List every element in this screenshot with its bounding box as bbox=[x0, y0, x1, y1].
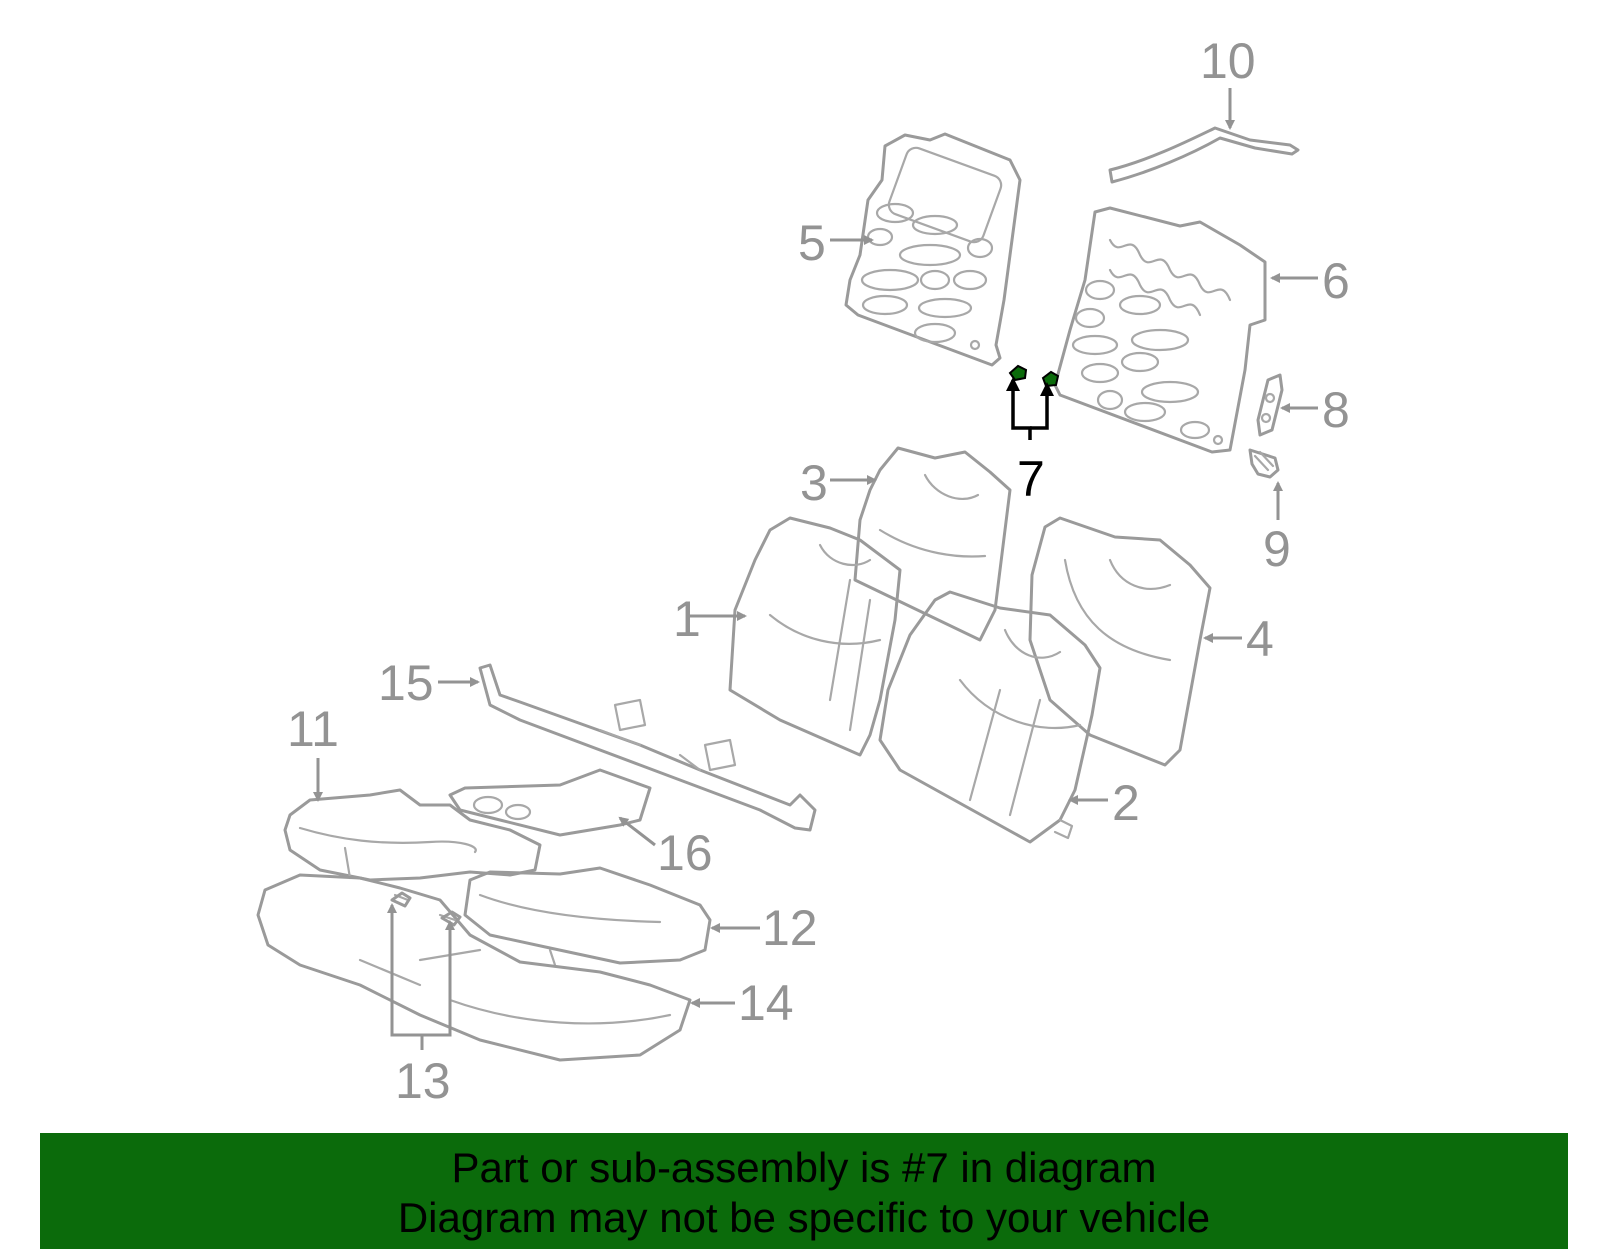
part-10-cable bbox=[1108, 126, 1300, 184]
part-8-bracket bbox=[1256, 373, 1284, 437]
part-9-bolt bbox=[1248, 448, 1280, 479]
callout-7: 7 bbox=[1017, 451, 1045, 507]
callout-16: 16 bbox=[657, 825, 713, 881]
callout-10: 10 bbox=[1200, 33, 1256, 89]
banner-line-2: Diagram may not be specific to your vehi… bbox=[397, 1194, 1211, 1241]
callout-4: 4 bbox=[1246, 611, 1274, 667]
callout-8: 8 bbox=[1322, 382, 1350, 438]
info-banner: Part or sub-assembly is #7 in diagram Di… bbox=[40, 1133, 1568, 1249]
callout-3: 3 bbox=[800, 455, 828, 511]
part-14-seat-frame bbox=[256, 873, 692, 1062]
callout-13: 13 bbox=[395, 1053, 451, 1109]
part-6-seatback-frame-right bbox=[1053, 206, 1267, 454]
part-5-seatback-frame-left bbox=[844, 132, 1022, 367]
part-12-seat-cushion-right bbox=[463, 866, 712, 967]
callout-12: 12 bbox=[762, 900, 818, 956]
callout-1: 1 bbox=[673, 591, 701, 647]
leader-7 bbox=[1006, 377, 1054, 440]
callout-2: 2 bbox=[1112, 775, 1140, 831]
part-15-rail bbox=[478, 663, 817, 832]
leader-lines bbox=[313, 88, 1318, 1050]
banner-line-1: Part or sub-assembly is #7 in diagram bbox=[451, 1144, 1157, 1191]
callout-5: 5 bbox=[798, 215, 826, 271]
callout-14: 14 bbox=[738, 975, 794, 1031]
callout-15: 15 bbox=[378, 655, 434, 711]
part-7-clips bbox=[1008, 364, 1060, 388]
part-1-seatback-left bbox=[728, 516, 902, 757]
part-4-seatback-right bbox=[1028, 516, 1212, 767]
part-11-seat-cushion bbox=[283, 788, 542, 882]
callout-11: 11 bbox=[287, 701, 339, 757]
part-2-seatback-front bbox=[878, 590, 1102, 844]
callout-6: 6 bbox=[1322, 253, 1350, 309]
callout-labels: 1 2 3 4 5 6 7 8 9 10 11 12 13 14 15 16 bbox=[287, 33, 1350, 1109]
callout-9: 9 bbox=[1263, 521, 1291, 577]
part-3-seatback-center bbox=[853, 446, 1012, 642]
part-16-center-cushion bbox=[448, 768, 652, 837]
